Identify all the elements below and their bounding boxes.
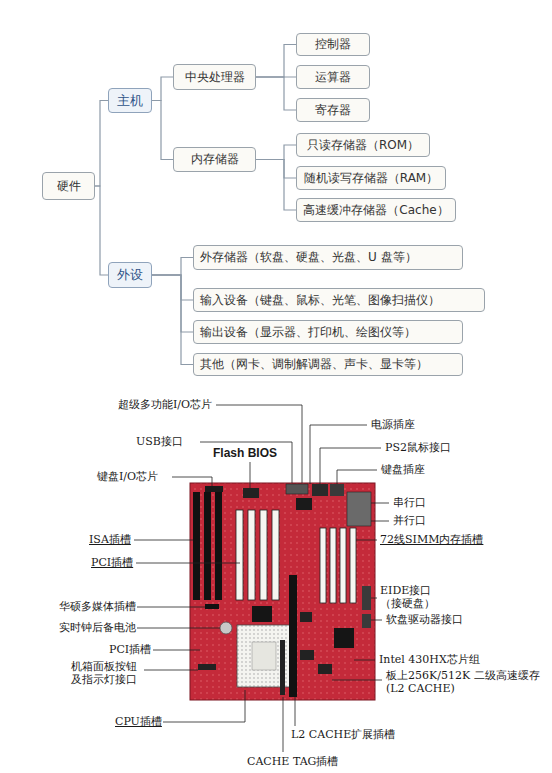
- item-box: 其他（网卡、调制解调器、声卡、显卡等）: [193, 353, 463, 376]
- box-text: 寄存器: [315, 102, 351, 119]
- callout-label: 键盘插座: [380, 463, 426, 476]
- item-box: 内存储器: [173, 147, 256, 172]
- tree-connector: [152, 275, 193, 365]
- item-box: 硬件: [42, 172, 95, 200]
- tree-connector: [152, 275, 193, 300]
- tree-connector: [152, 258, 193, 276]
- callout-label: 板上256K/512K 二级高速缓存(L2 CACHE): [385, 669, 547, 695]
- category-box: 外设: [108, 262, 152, 288]
- item-box: 外存储器（软盘、硬盘、光盘、U 盘等）: [193, 245, 463, 270]
- item-box: 输入设备（键盘、鼠标、光笔、图像扫描仪）: [193, 288, 485, 312]
- box-text: 高速缓冲存储器（Cache）: [303, 202, 448, 219]
- tree-connector: [152, 77, 173, 101]
- box-text: 输入设备（键盘、鼠标、光笔、图像扫描仪）: [200, 292, 440, 309]
- callout-label: EIDE接口 （接硬盘）: [379, 584, 461, 610]
- callout-label: L2 CACHE扩展插槽: [290, 728, 396, 741]
- box-text: 内存储器: [191, 151, 239, 168]
- box-text: 随机读写存储器（RAM）: [304, 170, 438, 187]
- callout-label: Intel 430HX芯片组: [378, 653, 481, 666]
- item-box: 高速缓冲存储器（Cache）: [296, 198, 456, 222]
- tree-connector: [256, 77, 296, 110]
- callout-label: 串行口: [392, 496, 427, 509]
- callout-label: 超级多功能I/O芯片: [117, 398, 213, 411]
- tree-connector: [256, 160, 296, 179]
- callout-label: 实时钟后备电池: [58, 621, 137, 634]
- callout-label: 华硕多媒体插槽: [58, 600, 137, 613]
- callout-label: CACHE TAG插槽: [246, 755, 339, 768]
- callout-label: 键盘I/O芯片: [96, 470, 159, 483]
- box-text: 运算器: [315, 69, 351, 86]
- callout-label: 机箱面板按钮 及指示灯接口: [70, 660, 144, 686]
- item-box: 输出设备（显示器、打印机、绘图仪等）: [193, 320, 463, 344]
- callout-label: PS2鼠标接口: [384, 441, 452, 454]
- item-box: 中央处理器: [173, 64, 256, 90]
- box-text: 外存储器（软盘、硬盘、光盘、U 盘等）: [200, 249, 417, 266]
- box-text: 主机: [117, 92, 143, 110]
- tree-connector: [152, 101, 173, 160]
- callout-label: USB接口: [135, 435, 184, 448]
- callout-label: PCI插槽: [90, 556, 134, 569]
- box-text: 只读存储器（ROM）: [307, 137, 419, 154]
- callout-label: CPU插槽: [114, 715, 163, 728]
- box-text: 控制器: [315, 36, 351, 53]
- item-box: 运算器: [296, 65, 370, 89]
- callout-label: Flash BIOS: [212, 447, 278, 460]
- box-text: 中央处理器: [185, 69, 245, 86]
- box-text: 外设: [117, 266, 143, 284]
- item-box: 控制器: [296, 33, 370, 56]
- box-text: 其他（网卡、调制解调器、声卡、显卡等）: [200, 356, 428, 373]
- category-box: 主机: [108, 88, 152, 113]
- tree-connector: [95, 186, 108, 275]
- tree-connector: [152, 275, 193, 332]
- box-text: 硬件: [57, 178, 81, 195]
- tree-connector: [256, 145, 296, 160]
- item-box: 只读存储器（ROM）: [296, 133, 430, 157]
- tree-connector: [256, 160, 296, 211]
- callout-label: 电源插座: [370, 418, 416, 431]
- callout-label: ISA插槽: [88, 533, 132, 546]
- callout-label: PCI插槽: [108, 643, 152, 656]
- item-box: 随机读写存储器（RAM）: [296, 166, 446, 190]
- callout-label: 软盘驱动器接口: [385, 613, 464, 626]
- tree-connector: [95, 101, 108, 187]
- callout-label: 72线SIMM内存插槽: [379, 533, 484, 546]
- box-text: 输出设备（显示器、打印机、绘图仪等）: [200, 324, 416, 341]
- tree-connector: [256, 45, 296, 78]
- item-box: 寄存器: [296, 98, 370, 122]
- callout-label: 并行口: [392, 514, 427, 527]
